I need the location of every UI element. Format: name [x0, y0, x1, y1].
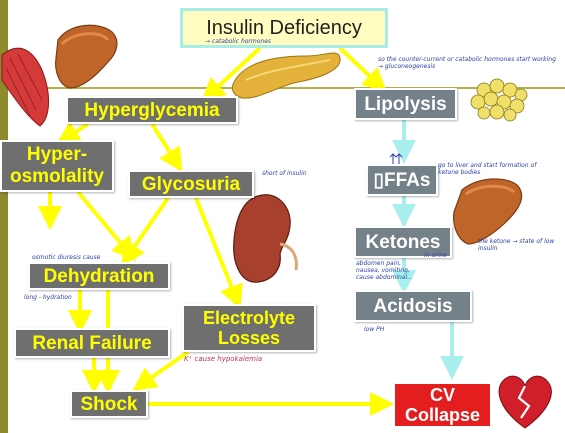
yellow-arrows	[38, 46, 394, 416]
note-osmotic-diuresis: osmotic diuresis cause	[32, 254, 101, 261]
title-insulin-deficiency: Insulin Deficiency	[180, 8, 388, 48]
divider-line	[8, 87, 565, 89]
muscle-illustration	[1, 47, 49, 127]
node-ffas: ▯FFAs	[366, 164, 438, 196]
note-liver-ketone: go to liver and start formation of keton…	[438, 162, 537, 176]
node-cv-collapse: CV Collapse	[393, 382, 492, 428]
left-accent-bar	[0, 0, 8, 433]
node-acidosis: Acidosis	[354, 290, 472, 322]
node-shock: Shock	[70, 390, 148, 418]
pancreas-illustration	[231, 52, 341, 99]
liver-illustration-right	[453, 178, 523, 245]
node-dehydration: Dehydration	[28, 262, 170, 290]
node-glycosuria: Glycosuria	[128, 170, 254, 198]
note-counter-current: so the counter-current or catabolic horm…	[378, 56, 556, 70]
node-lipolysis: Lipolysis	[354, 88, 457, 120]
ink-up-arrows	[389, 153, 403, 164]
fat-cells-illustration	[470, 78, 528, 122]
note-short-of-insulin: short of insulin	[262, 170, 307, 177]
note-low-ph: low PH	[364, 326, 385, 333]
node-hyperglycemia: Hyperglycemia	[66, 96, 238, 124]
node-electrolyte-losses: Electrolyte Losses	[182, 304, 316, 352]
node-renal-failure: Renal Failure	[14, 328, 170, 358]
cyan-arrows	[392, 120, 464, 380]
kidney-illustration	[233, 194, 298, 283]
broken-heart-icon	[498, 375, 552, 429]
note-ketone-state: the ketone → state of low insulin	[478, 238, 555, 252]
node-ketones: Ketones	[354, 226, 452, 258]
note-abdomen-pain: abdomen pain, nausea, vomiting, cause ab…	[356, 260, 413, 281]
note-k-hypokalemia: K⁺ cause hypokalemia	[184, 355, 263, 363]
note-catabolic-hormones: → catabolic hormones	[205, 38, 272, 45]
node-hyperosmolality: Hyper- osmolality	[0, 140, 114, 192]
note-long-hydration: long - hydration	[24, 294, 72, 301]
note-in-urine: in urine	[424, 252, 447, 259]
liver-illustration-top	[55, 24, 118, 89]
